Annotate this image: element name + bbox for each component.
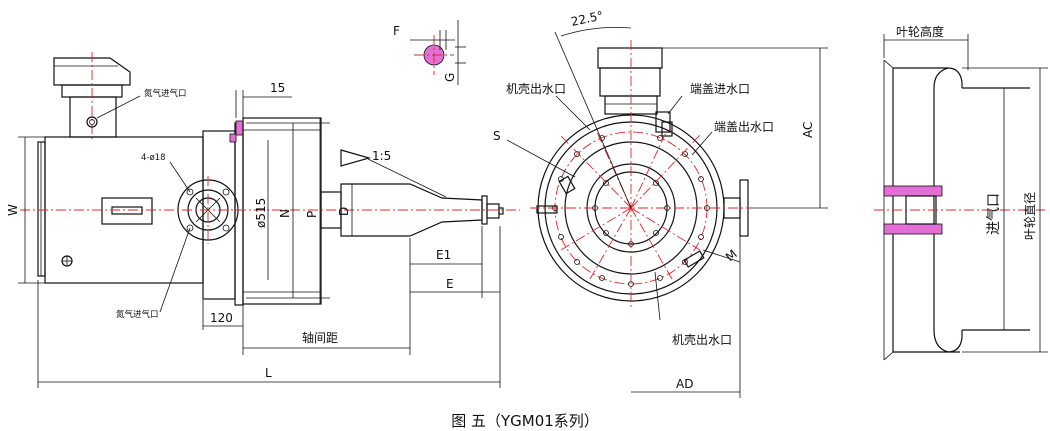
side-inlet-bottom-label: 氮气进气口 <box>116 309 159 320</box>
dim-phi515-label: ø515 <box>254 198 268 228</box>
front-ad-label: AD <box>676 377 693 391</box>
impeller-diameter-label: 叶轮直径 <box>1023 192 1037 240</box>
cover-outlet-label: 端盖出水口 <box>714 120 774 134</box>
front-view: 22.5° 机壳出水口 端盖进水口 端盖出水口 机壳出水口 S M AC AD <box>493 8 828 398</box>
dim-n-label: N <box>278 209 292 218</box>
figure-caption: 图 五（YGM01系列） <box>451 412 599 430</box>
key-g-label: G <box>443 73 457 82</box>
dim-e1-label: E1 <box>436 248 451 262</box>
side-inlet-top-label: 氮气进气口 <box>144 88 187 99</box>
side-view: 氮气进气口 氮气进气口 4-ø18 15 120 W N P D ø515 E1… <box>6 52 520 388</box>
shell-outlet-bottom-label: 机壳出水口 <box>672 333 732 347</box>
front-s-label: S <box>493 129 501 143</box>
dim-e-label: E <box>446 277 454 291</box>
dim-15-label: 15 <box>270 81 285 95</box>
axis-distance-label: 轴间距 <box>302 330 338 345</box>
dim-l-label: L <box>265 366 272 380</box>
front-angle-label: 22.5° <box>570 8 605 28</box>
key-f-label: F <box>393 24 400 38</box>
key-detail: F G <box>393 20 466 85</box>
cover-inlet-label: 端盖进水口 <box>690 82 750 96</box>
dim-120-label: 120 <box>210 311 233 325</box>
dim-d-label: D <box>337 207 351 216</box>
front-ac-label: AC <box>801 122 815 138</box>
impeller-inlet-label: 进气口 <box>986 193 1002 235</box>
impeller-height-label: 叶轮高度 <box>896 24 944 39</box>
taper-label: 1:5 <box>372 149 391 163</box>
bolt-holes-label: 4-ø18 <box>141 153 166 163</box>
impeller-view: 叶轮高度 进气口 叶轮直径 <box>874 24 1048 361</box>
front-m-label: M <box>723 247 740 264</box>
dim-w-label: W <box>6 204 20 216</box>
shell-outlet-top-label: 机壳出水口 <box>506 82 566 96</box>
dim-p-label: P <box>305 211 319 218</box>
